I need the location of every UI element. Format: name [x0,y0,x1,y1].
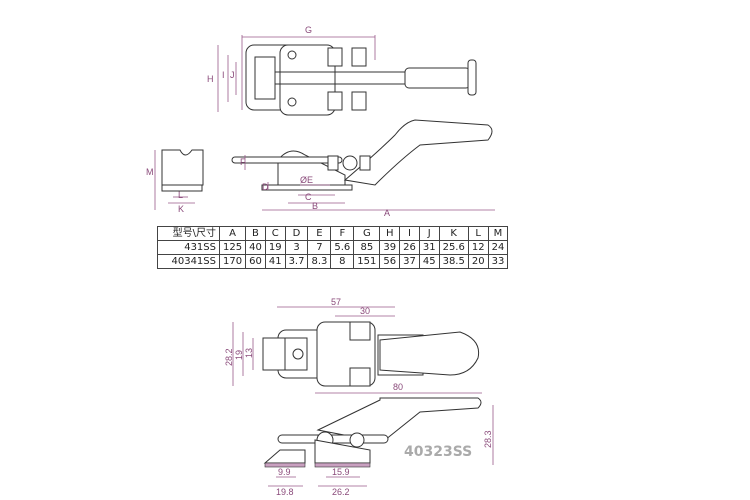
dim-19-8: 19.8 [276,487,294,497]
table-cell: 19 [264,240,286,255]
table-cell: 56 [379,254,401,269]
table-cell: 60 [245,254,266,269]
model-cell: 431SS [157,240,220,255]
bottom-plan-view: 57 30 28.2 19 13 [224,297,480,387]
dim-label-j: J [230,70,235,80]
table-cell: 40 [245,240,266,255]
header-cell: M [487,226,509,241]
header-cell: K [438,226,469,241]
table-cell: 8 [330,254,355,269]
table-cell: 170 [218,254,247,269]
header-cell: 型号\尺寸 [157,226,220,241]
table-cell: 3.7 [284,254,309,269]
dim-13: 13 [244,348,254,358]
dim-label-b: B [312,201,318,211]
header-cell: F [330,226,355,241]
dim-label-i: I [222,70,225,80]
dim-label-h: H [207,74,214,84]
table-cell: 33 [487,254,509,269]
dim-label-c: C [305,192,312,202]
header-cell: E [307,226,332,241]
dim-80: 80 [393,382,403,392]
table-cell: 38.5 [438,254,469,269]
table-cell: 45 [418,254,440,269]
header-cell: B [245,226,266,241]
table-cell: 31 [418,240,440,255]
dim-label-e: ØE [300,175,313,185]
model-cell: 40341SS [157,254,220,269]
top-plan-view: G H I J [207,25,477,116]
header-cell: C [264,226,286,241]
table-row: 431SS 125 40 19 3 7 5.6 85 39 26 31 25.6… [157,240,509,255]
table-cell: 85 [353,240,381,255]
catch-bracket-view: M L K [146,149,204,214]
table-cell: 12 [467,240,489,255]
dim-15-9: 15.9 [332,467,350,477]
dim-19: 19 [234,350,244,360]
table-cell: 25.6 [438,240,469,255]
dim-57: 57 [331,297,341,307]
top-side-view: A B C ØE D F [231,119,495,218]
dim-30: 30 [360,306,370,316]
table-cell: 5.6 [330,240,355,255]
table-cell: 20 [467,254,489,269]
header-cell: I [399,226,420,241]
table-cell: 8.3 [307,254,332,269]
header-cell: H [379,226,401,241]
table-row: 40341SS 170 60 41 3.7 8.3 8 151 56 37 45… [157,254,509,269]
table-cell: 3 [284,240,309,255]
dim-label-f: F [240,157,246,167]
table-cell: 39 [379,240,401,255]
dim-label-g: G [305,25,312,35]
dim-label-d: D [262,182,269,192]
dim-label-a: A [384,208,390,218]
header-cell: J [418,226,440,241]
dim-26-2: 26.2 [332,487,350,497]
table-cell: 26 [399,240,420,255]
spec-table: 型号\尺寸 A B C D E F G H I J K L M 431SS 12… [157,226,509,269]
table-cell: 41 [264,254,286,269]
dim-28-2: 28.2 [224,348,234,366]
dim-label-l: L [178,190,183,200]
table-cell: 7 [307,240,332,255]
table-header-row: 型号\尺寸 A B C D E F G H I J K L M [157,226,509,241]
model-label: 40323SS [404,444,473,460]
header-cell: G [353,226,381,241]
bottom-side-view: 80 28.3 9.9 19.8 15.9 26.2 [263,382,494,497]
table-cell: 151 [353,254,381,269]
dim-28-3: 28.3 [483,430,493,448]
header-cell: L [467,226,489,241]
header-cell: D [284,226,309,241]
table-cell: 37 [399,254,420,269]
table-cell: 125 [218,240,247,255]
dim-9-9: 9.9 [278,467,291,477]
table-cell: 24 [487,240,509,255]
dim-label-k: K [178,204,184,214]
dim-label-m: M [146,167,154,177]
header-cell: A [218,226,247,241]
